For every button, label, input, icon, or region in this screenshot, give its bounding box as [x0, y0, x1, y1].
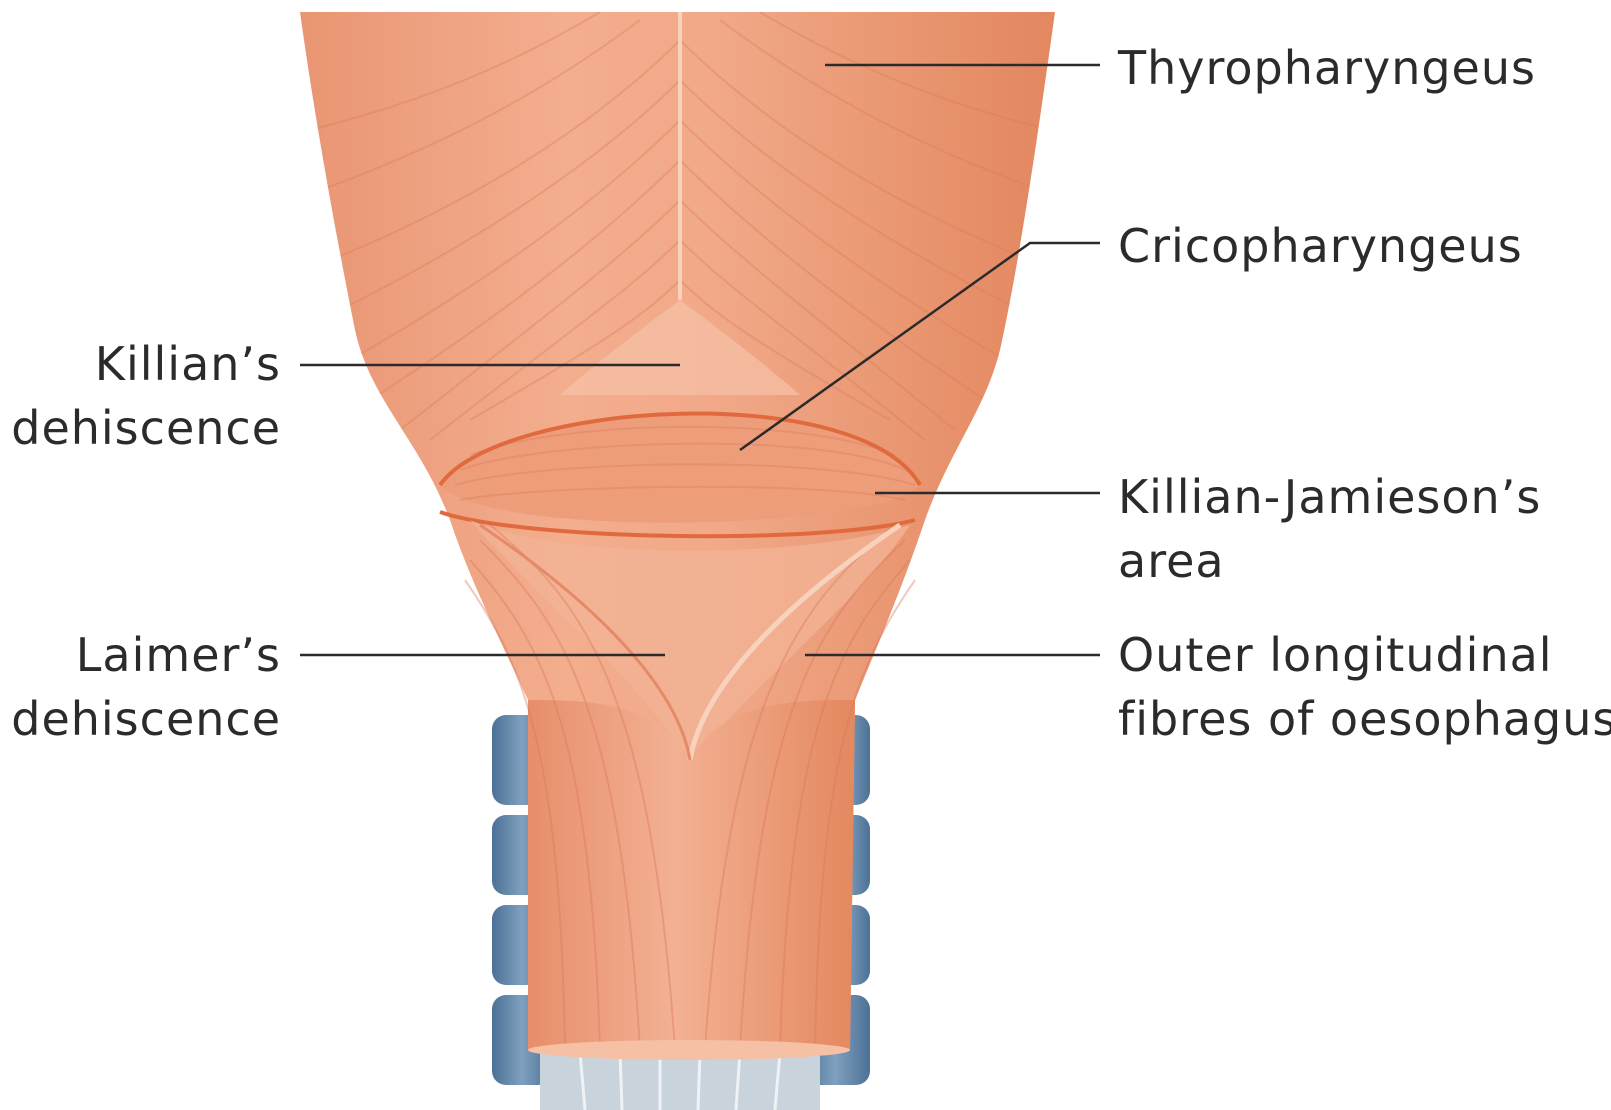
laimers-line2: dehiscence — [11, 687, 281, 751]
label-killians-dehiscence: Killian’s dehiscence — [11, 332, 281, 460]
label-cricopharyngeus: Cricopharyngeus — [1118, 214, 1523, 278]
killian-jamieson-line2: area — [1118, 529, 1541, 593]
killian-jamieson-line1: Killian-Jamieson’s — [1118, 465, 1541, 529]
outer-longitudinal-line1: Outer longitudinal — [1118, 623, 1611, 687]
killians-line1: Killian’s — [11, 332, 281, 396]
killians-line2: dehiscence — [11, 396, 281, 460]
outer-longitudinal-line2: fibres of oesophagus — [1118, 687, 1611, 751]
pharyngeal-constrictor-muscle — [300, 12, 1055, 1060]
label-laimers-dehiscence: Laimer’s dehiscence — [11, 623, 281, 751]
thyropharyngeus-text: Thyropharyngeus — [1118, 36, 1536, 100]
label-outer-longitudinal-fibres: Outer longitudinal fibres of oesophagus — [1118, 623, 1611, 751]
label-thyropharyngeus: Thyropharyngeus — [1118, 36, 1536, 100]
cricopharyngeus-text: Cricopharyngeus — [1118, 214, 1523, 278]
label-killian-jamieson-area: Killian-Jamieson’s area — [1118, 465, 1541, 593]
laimers-line1: Laimer’s — [11, 623, 281, 687]
